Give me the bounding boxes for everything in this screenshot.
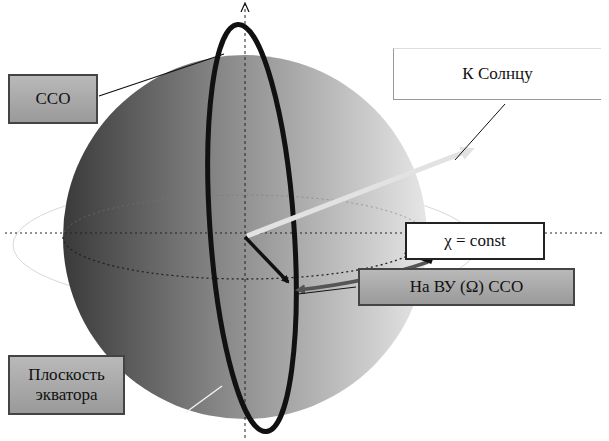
box-text: Плоскость экватора xyxy=(16,365,117,406)
box-text: К Солнцу xyxy=(462,64,532,84)
orbit-label-box: ССО xyxy=(8,74,98,124)
angle-label-box: χ = const xyxy=(405,222,545,260)
box-text: χ = const xyxy=(444,231,506,251)
node-direction-box: На ВУ (Ω) ССО xyxy=(358,268,575,306)
box-text: ССО xyxy=(36,89,71,109)
sun-label-box: К Солнцу xyxy=(393,48,601,100)
box-text: На ВУ (Ω) ССО xyxy=(410,277,523,297)
equator-plane-box: Плоскость экватора xyxy=(8,355,125,415)
